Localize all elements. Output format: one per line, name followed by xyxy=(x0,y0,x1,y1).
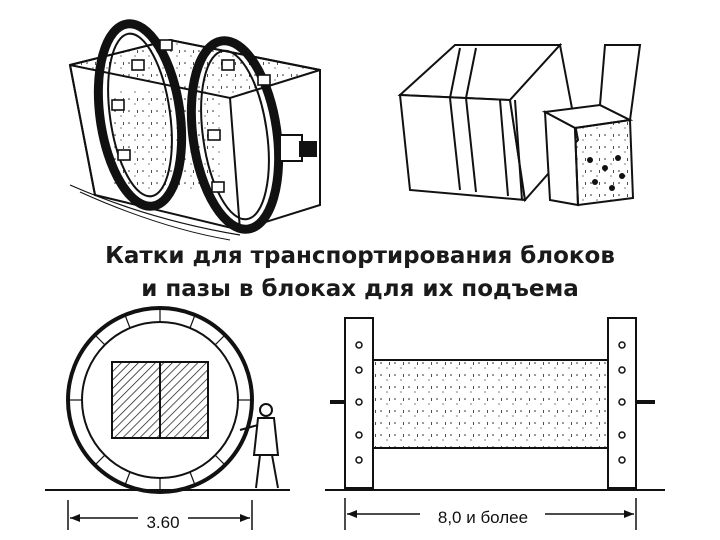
dimension-label-left: 3.60 xyxy=(146,513,179,532)
caption: Катки для транспортирования блоков и паз… xyxy=(0,240,720,306)
dimension-line-right xyxy=(344,498,637,530)
wheel-side-view xyxy=(66,306,254,494)
dimension-label-right: 8,0 и более xyxy=(438,508,528,527)
dimension-line-left xyxy=(67,500,253,530)
person-figure xyxy=(239,403,280,489)
caption-line-2: и пазы в блоках для их подъема xyxy=(141,276,579,302)
grooved-block-illustration xyxy=(397,42,642,207)
rolled-block-illustration xyxy=(68,19,321,241)
caption-line-1: Катки для транспортирования блоков xyxy=(105,243,615,269)
roller-side-view xyxy=(330,317,655,489)
